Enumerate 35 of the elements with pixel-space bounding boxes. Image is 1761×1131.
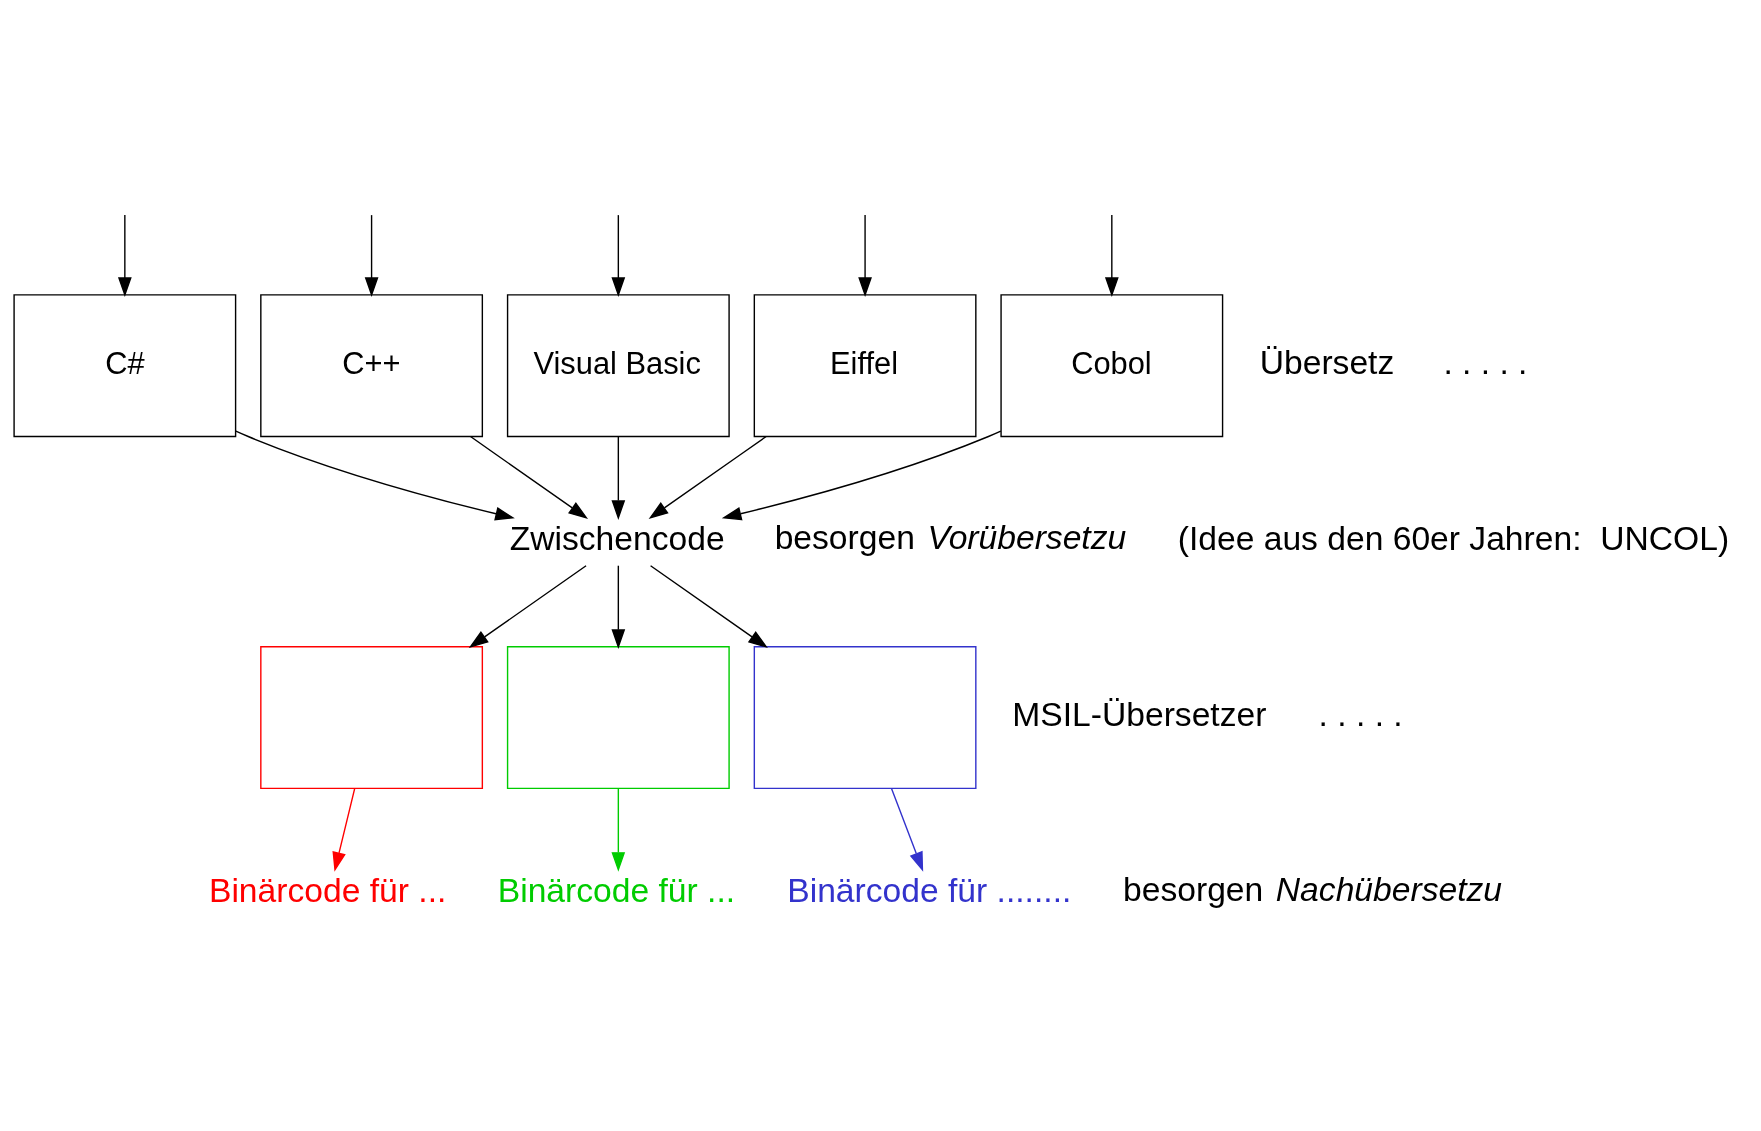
node-box [506, 646, 730, 790]
node-box: Visual Basic [506, 294, 730, 438]
arrow [611, 435, 626, 520]
node-box: Cobol [1000, 294, 1224, 438]
arrow [649, 565, 768, 648]
label: besorgen Vorübersetzu [774, 518, 1127, 556]
label: . . . . . [1443, 344, 1528, 382]
arrow [858, 214, 872, 297]
arrow [611, 787, 626, 872]
node-text: Binärcode für ... [497, 872, 736, 910]
arrow [469, 435, 589, 519]
label: (Idee aus den 60er Jahren: UNCOL) [1177, 520, 1730, 558]
arrow [235, 430, 515, 521]
node-text: Binärcode für ........ [787, 872, 1072, 910]
label: besorgen Nachübersetzu [1123, 870, 1503, 908]
arrow [117, 214, 132, 297]
label: . . . . . [1318, 696, 1403, 734]
arrow [721, 430, 1002, 521]
arrow [648, 435, 767, 519]
node-box [260, 646, 484, 790]
arrow [468, 565, 587, 648]
arrow [611, 214, 626, 297]
node-box: C# [13, 294, 237, 438]
node-box: Eiffel [753, 294, 977, 438]
node-box: C++ [260, 294, 484, 438]
arrow [611, 565, 626, 649]
node-text: Binärcode für ... [208, 872, 447, 910]
node-box [753, 646, 977, 790]
label: MSIL-Übersetzer [1012, 696, 1267, 734]
arrow [890, 787, 924, 872]
arrow [1104, 214, 1119, 297]
arrow [364, 214, 379, 297]
node-text: Zwischencode [509, 520, 725, 558]
label: Übersetz [1259, 344, 1395, 382]
arrow [332, 787, 356, 872]
